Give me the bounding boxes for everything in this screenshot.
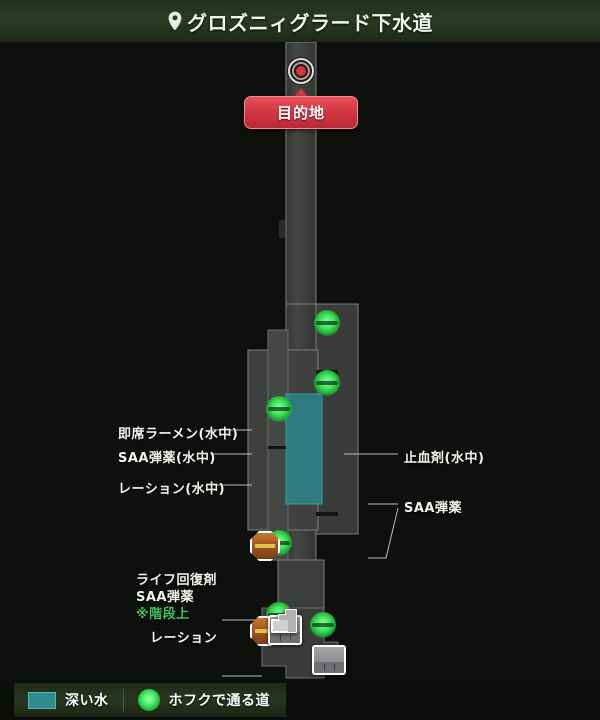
legend-item-deep-water: 深い水 [14,683,123,717]
stairs-icon[interactable] [270,608,298,634]
destination-badge[interactable]: 目的地 [244,96,358,129]
legend-label-crawl-path: ホフクで通る道 [168,693,270,709]
annotation-label-stairs-note: ※階段上 [136,607,190,622]
annotation-label-saa-ammo: SAA弾薬 [404,501,462,516]
annotation-label-instant-ramen: 即席ラーメン(水中) [118,427,239,442]
header-bar: グロズニィグラード下水道 [0,0,600,43]
annotation-label-saa-ammo-stairs: SAA弾薬 [136,590,194,605]
annotation-label-ration: レーション [150,631,218,646]
destination-target-icon [287,57,315,85]
annotation-label-life-medicine: ライフ回復剤 [136,573,218,588]
ration-octagon-icon[interactable] [250,531,280,561]
map-canvas[interactable]: 目的地 [0,42,600,680]
annotation-label-ration-water: レーション(水中) [118,482,226,497]
water-swatch [28,691,56,709]
crate-lid [314,647,344,664]
crawl-blob-icon [310,612,336,638]
legend-item-crawl-path: ホフクで通る道 [124,683,285,717]
legend-container: 深い水 ホフクで通る道 [14,683,286,717]
crawl-blob-icon [314,310,340,336]
page-title: グロズニィグラード下水道 [187,10,433,35]
map-geometry [210,42,399,679]
header-title-group: グロズニィグラード下水道 [167,7,433,36]
crate-body [270,632,300,643]
destination-badge-pointer [294,88,308,97]
legend-bar: 深い水 ホフクで通る道 [0,680,600,720]
crate-body [314,662,344,673]
annotation-block-stairs-items: ライフ回復剤 SAA弾薬 ※階段上 [136,572,217,623]
legend-divider [122,689,124,711]
crawl-blob-icon [314,370,340,396]
annotation-label-hemostatic-water: 止血剤(水中) [404,451,485,466]
location-pin-icon [168,11,182,30]
annotation-label-saa-ammo-water: SAA弾薬(水中) [118,451,216,466]
crawl-blob-icon [137,689,160,711]
destination-label: 目的地 [276,104,325,122]
ammo-crate-icon[interactable] [312,645,346,675]
legend-label-deep-water: 深い水 [65,693,109,709]
crawl-blob-icon [266,396,292,422]
